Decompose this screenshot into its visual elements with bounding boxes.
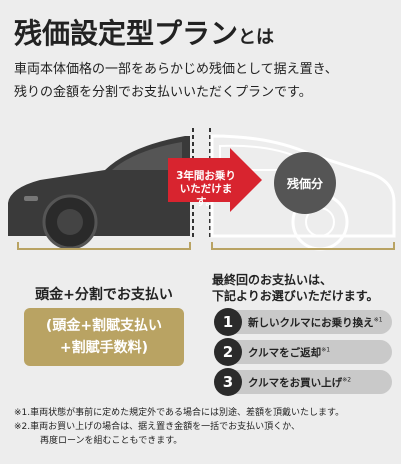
option-trade-in: 1 新しいクルマにお乗り換え※1	[214, 308, 392, 336]
title-suffix: とは	[238, 27, 275, 48]
option-number: 1	[214, 308, 242, 336]
option-number: 3	[214, 368, 242, 396]
left-bracket	[17, 242, 191, 250]
payment-breakdown-line-2: +割賦手数料)	[59, 340, 149, 356]
payment-breakdown-box: (頭金+割賦支払い +割賦手数料)	[24, 308, 184, 366]
lead-text: 車両本体価格の一部をあらかじめ残価として据え置き、 残りの金額を分割でお支払いい…	[14, 58, 394, 104]
left-caption: 頭金+分割でお支払い	[35, 287, 173, 303]
right-caption: 最終回のお支払いは、 下記よりお選びいただけます。	[212, 272, 397, 304]
duration-arrow-icon	[168, 148, 262, 212]
duration-label: 3年間お乗り いただけます。	[172, 170, 240, 209]
option-purchase: 3 クルマをお買い上げ※2	[214, 368, 392, 396]
lead-line-1: 車両本体価格の一部をあらかじめ残価として据え置き、	[14, 62, 338, 77]
option-number: 2	[214, 338, 242, 366]
option-label-text: クルマをお買い上げ	[248, 377, 343, 389]
option-note: ※1	[373, 316, 383, 324]
option-note: ※1	[321, 346, 331, 354]
footnotes: ※1.車両状態が事前に定めた規定外である場合には別途、差額を頂戴いたします。 ※…	[14, 406, 399, 448]
option-label-text: クルマをご返却	[248, 347, 322, 359]
option-return: 2 クルマをご返却※1	[214, 338, 392, 366]
option-label: クルマをお買い上げ※2	[248, 375, 351, 390]
car-illustration	[8, 128, 396, 251]
option-note: ※2	[342, 376, 352, 384]
footnote-1: ※1.車両状態が事前に定めた規定外である場合には別途、差額を頂戴いたします。	[14, 408, 345, 418]
page-title: 残価設定型プランとは	[14, 12, 274, 52]
option-label: 新しいクルマにお乗り換え※1	[248, 315, 383, 330]
lead-line-2: 残りの金額を分割でお支払いいただくプランです。	[14, 85, 312, 100]
right-caption-line-2: 下記よりお選びいただけます。	[212, 289, 379, 303]
footnote-2-cont: 再度ローンを組むこともできます。	[40, 436, 183, 446]
residual-label: 残価分	[286, 177, 323, 191]
footnote-2: ※2.車両お買い上げの場合は、据え置き金額を一括でお支払い頂くか、	[14, 422, 300, 432]
duration-label-line-1: 3年間お乗り	[176, 170, 236, 182]
right-caption-line-1: 最終回のお支払いは、	[212, 273, 333, 287]
payment-breakdown-line-1: (頭金+割賦支払い	[45, 318, 163, 334]
right-bracket	[211, 242, 395, 250]
title-main: 残価設定型プラン	[14, 17, 239, 50]
option-label: クルマをご返却※1	[248, 345, 330, 360]
duration-label-line-2: いただけます。	[179, 183, 233, 208]
dark-car-icon	[8, 136, 190, 250]
residual-circle-icon	[274, 152, 336, 214]
option-label-text: 新しいクルマにお乗り換え	[248, 317, 374, 329]
